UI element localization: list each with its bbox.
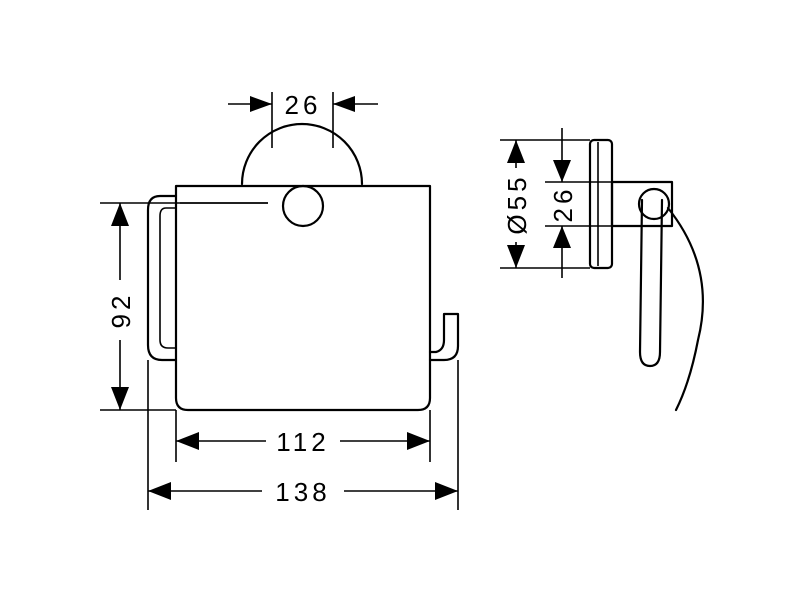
dimension-total-width: 138 bbox=[147, 360, 459, 510]
side-knob bbox=[637, 187, 671, 221]
dimension-height: 92 bbox=[100, 202, 268, 411]
dimension-cover-width: 112 bbox=[175, 410, 431, 462]
front-view bbox=[146, 122, 460, 412]
side-view bbox=[588, 138, 704, 412]
dim-height-label: 92 bbox=[106, 292, 136, 329]
dimension-rosette-diameter: Ø55 bbox=[500, 139, 590, 269]
left-bracket bbox=[146, 194, 178, 362]
dimension-side-knob: 26 bbox=[545, 128, 612, 278]
side-arm bbox=[638, 198, 664, 368]
side-rosette bbox=[588, 138, 614, 270]
dim-cover-width-label: 112 bbox=[276, 427, 329, 457]
wall-rosette bbox=[240, 122, 364, 186]
roll-arm bbox=[428, 312, 460, 362]
side-bow bbox=[666, 206, 704, 412]
knob bbox=[281, 184, 325, 228]
dimension-knob-width: 26 bbox=[228, 90, 378, 148]
cover-plate bbox=[174, 184, 432, 412]
dim-rosette-label: Ø55 bbox=[502, 173, 532, 234]
left-bracket-inner bbox=[159, 207, 176, 349]
dim-total-width-label: 138 bbox=[275, 477, 330, 507]
dim-side-knob-label: 26 bbox=[548, 186, 578, 223]
dim-knob-label: 26 bbox=[285, 90, 322, 120]
